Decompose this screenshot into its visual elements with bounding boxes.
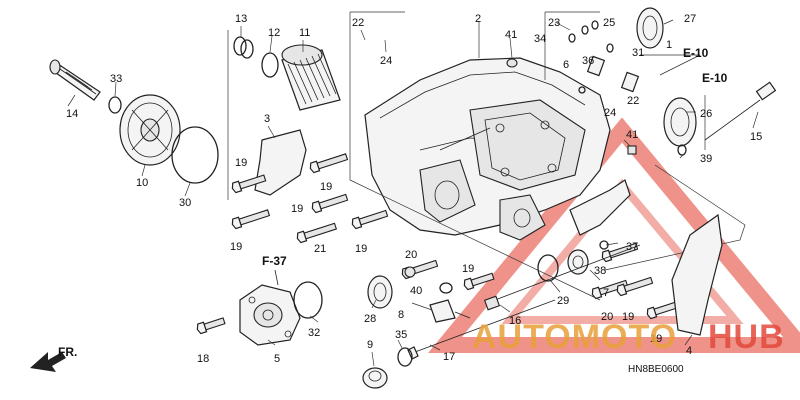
- callout-19-d: 19: [291, 203, 303, 215]
- part-39-washer: [677, 144, 687, 156]
- callout-32: 32: [308, 327, 320, 339]
- parts-small-washers: [568, 20, 614, 53]
- ref-f37: F-37: [262, 254, 287, 268]
- callout-20-b: 20: [405, 249, 417, 261]
- watermark-text-primary: AUTOMOTO: [472, 318, 677, 356]
- part-7-switch: [567, 249, 589, 275]
- part-22-sensor: [620, 71, 640, 93]
- callout-29: 29: [557, 295, 569, 307]
- callout-9: 9: [367, 339, 373, 351]
- callout-18: 18: [197, 353, 209, 365]
- part-41-pin-lower: [627, 145, 637, 155]
- callout-19-a: 19: [235, 157, 247, 169]
- callout-24-b: 24: [604, 107, 616, 119]
- part-3-bracket: [254, 129, 307, 196]
- part-33-washer: [108, 96, 122, 114]
- part-37-bracket: [569, 179, 631, 236]
- part-10-pulley: [119, 94, 181, 166]
- callout-12: 12: [268, 27, 280, 39]
- ref-f37-arrow: [274, 269, 279, 286]
- part-35-o-ring: [397, 347, 413, 367]
- part-2-rear-case-cover: [364, 57, 611, 241]
- part-11-oil-filter: [281, 44, 341, 111]
- callout-33: 33: [110, 73, 122, 85]
- callout-19-c: 19: [320, 181, 332, 193]
- part-14-spindle: [49, 59, 101, 101]
- ref-e10-lower: E-10: [702, 71, 728, 85]
- part-27-bearing: [636, 7, 664, 49]
- part-16-shaft: [483, 244, 641, 311]
- callout-23: 23: [548, 17, 560, 29]
- callout-10: 10: [136, 177, 148, 189]
- callout-19-h: 19: [650, 333, 662, 345]
- bolts-19-group: [196, 153, 682, 335]
- part-29-o-ring: [537, 254, 559, 282]
- callout-28: 28: [364, 313, 376, 325]
- part-40-washer: [439, 282, 453, 294]
- leader-lines: [67, 19, 759, 367]
- part-8-strainer: [429, 299, 471, 323]
- callout-20: 20: [601, 311, 613, 323]
- callout-14: 14: [66, 108, 78, 120]
- callout-37: 37: [626, 241, 638, 253]
- part-15-rod: [704, 81, 777, 141]
- callout-41-b: 41: [626, 129, 638, 141]
- callout-2: 2: [475, 13, 481, 25]
- part-5-oil-pump: [239, 284, 301, 346]
- callout-36: 36: [582, 55, 594, 67]
- callout-22-a: 22: [352, 17, 364, 29]
- callout-3: 3: [264, 113, 270, 125]
- callout-24-a: 24: [380, 55, 392, 67]
- ref-e10-upper: E-10: [683, 46, 709, 60]
- part-17-long-bolt: [407, 299, 556, 360]
- part-4-cover: [671, 213, 723, 336]
- part-36-sensor: [578, 55, 606, 94]
- callout-39: 39: [700, 153, 712, 165]
- callout-19-e: 19: [355, 243, 367, 255]
- callout-22-b: 22: [627, 95, 639, 107]
- callout-17: 17: [443, 351, 455, 363]
- callout-15: 15: [750, 131, 762, 143]
- part-13-seal: [233, 36, 254, 59]
- callout-4: 4: [686, 345, 692, 357]
- watermark-logo: AUTOMOTO HUB: [472, 318, 785, 356]
- part-32-o-ring: [293, 281, 323, 319]
- callout-11: 11: [299, 27, 310, 39]
- watermark-text-secondary: HUB: [708, 318, 785, 356]
- part-30-o-ring: [171, 126, 219, 184]
- callout-labels: 1 2 3 4 5 6 7 8 9 10 11 12 13 14 15 16 1…: [66, 13, 762, 365]
- front-label: FR.: [58, 345, 77, 359]
- callout-30: 30: [179, 197, 191, 209]
- callout-27: 27: [684, 13, 696, 25]
- callout-19-g: 19: [622, 311, 634, 323]
- callout-40: 40: [410, 285, 422, 297]
- callout-1: 1: [666, 39, 672, 51]
- part-9-drain-plug: [362, 367, 388, 389]
- callout-13: 13: [235, 13, 247, 25]
- callout-41-a: 41: [505, 29, 517, 41]
- front-direction-arrow: FR.: [30, 345, 77, 372]
- part-26-bearing: [663, 97, 697, 147]
- drawing-code: HN8BE0600: [628, 364, 684, 375]
- callout-25: 25: [603, 17, 615, 29]
- callout-21: 21: [314, 243, 326, 255]
- callout-5: 5: [274, 353, 280, 365]
- callout-38: 38: [594, 265, 606, 277]
- callout-26: 26: [700, 108, 712, 120]
- callout-35: 35: [395, 329, 407, 341]
- callout-34: 34: [534, 33, 546, 45]
- callout-8: 8: [398, 309, 404, 321]
- callout-6: 6: [563, 59, 569, 71]
- part-20-bolt: [404, 266, 416, 278]
- assembly-reference-lines: [227, 11, 746, 301]
- part-28-oil-seal: [367, 275, 393, 309]
- callout-31: 31: [632, 47, 644, 59]
- callout-19-f: 19: [462, 263, 474, 275]
- part-12-gasket: [261, 52, 279, 78]
- callout-19-b: 19: [230, 241, 242, 253]
- callout-16: 16: [509, 315, 521, 327]
- callout-7: 7: [603, 287, 609, 299]
